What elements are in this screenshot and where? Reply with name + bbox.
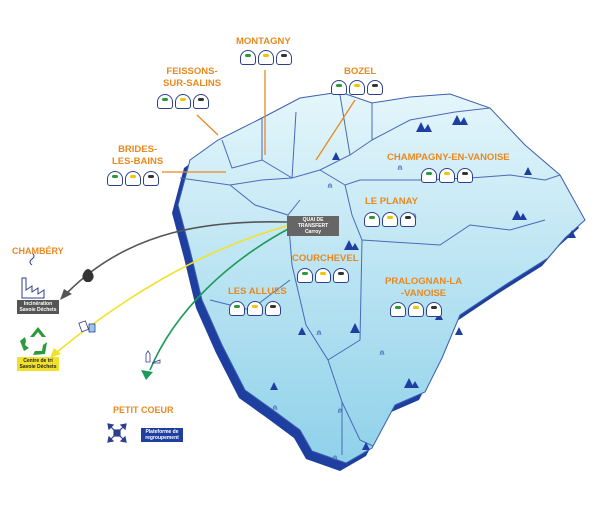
mountain-icons <box>270 115 576 450</box>
recycling-bin-icon <box>382 212 398 227</box>
flow-to-chambery-arrow <box>60 289 72 300</box>
glass-bin-icon <box>390 302 406 317</box>
recycling-bin-icon <box>439 168 455 183</box>
bins-le-planay <box>364 212 416 227</box>
glass-bin-icon <box>421 168 437 183</box>
waste-bin-icon <box>276 50 292 65</box>
waste-bin-icon <box>333 268 349 283</box>
glass-bin-icon <box>364 212 380 227</box>
glass-bin-icon <box>331 80 347 95</box>
label-courchevel: COURCHEVEL <box>292 253 359 264</box>
sorting-center-tag: Centre de tri Savoie Déchets <box>17 357 59 371</box>
bins-champagny-en-vanoise <box>421 168 473 183</box>
label-champagny-en-vanoise: CHAMPAGNY-EN-VANOISE <box>387 152 510 163</box>
waste-bin-icon <box>426 302 442 317</box>
label-le-planay: LE PLANAY <box>365 196 418 207</box>
recycling-bin-icon <box>349 80 365 95</box>
waste-bin-icon <box>193 94 209 109</box>
transfer-quay-tag: QUAI DE TRANSFERT Carroy <box>287 216 339 236</box>
bins-courchevel <box>297 268 349 283</box>
waste-bin-icon <box>367 80 383 95</box>
recyclables-icon <box>78 320 96 333</box>
recycling-bin-icon <box>408 302 424 317</box>
waste-bin-icon <box>400 212 416 227</box>
glass-bin-icon <box>297 268 313 283</box>
waste-bin-icon <box>143 171 159 186</box>
bins-bozel <box>331 80 383 95</box>
incineration-tag: Incinération Savoie Déchets <box>17 300 59 314</box>
label-montagny: MONTAGNY <box>236 36 291 47</box>
recycling-icon <box>20 327 47 355</box>
bins-les-allues <box>229 301 281 316</box>
leader-lines <box>162 70 356 173</box>
label-brides-les-bains: BRIDES- LES-BAINS <box>112 144 164 167</box>
factory-icon <box>21 252 45 299</box>
glass-bin-icon <box>229 301 245 316</box>
bins-brides-les-bains <box>107 171 159 186</box>
platform-tag: Plateforme de regroupement <box>141 428 183 442</box>
bins-pralognan-la-vanoise <box>390 302 442 317</box>
trash-bag-icon <box>82 269 94 282</box>
platform-icon <box>107 423 127 443</box>
label-pralognan-la-vanoise: PRALOGNAN-LA -VANOISE <box>385 276 463 299</box>
label-les-allues: LES ALLUES <box>228 286 287 297</box>
waste-bin-icon <box>265 301 281 316</box>
transfer-quay-name: QUAI DE TRANSFERT <box>297 217 329 229</box>
bins-montagny <box>240 50 292 65</box>
bins-feissons-sur-salins <box>157 94 209 109</box>
label-bozel: BOZEL <box>344 66 377 77</box>
commune-boundaries <box>179 94 561 455</box>
recycling-bin-icon <box>175 94 191 109</box>
flow-to-petit-coeur-arrow <box>141 370 153 380</box>
glass-bin-icon <box>157 94 173 109</box>
flow-to-recycling <box>56 225 288 353</box>
recycling-bin-icon <box>258 50 274 65</box>
territory-area <box>177 91 586 464</box>
flow-to-chambery <box>67 220 288 293</box>
flow-to-recycling-arrow <box>50 348 61 358</box>
label-petit-coeur: PETIT COEUR <box>113 405 174 415</box>
recycling-bin-icon <box>247 301 263 316</box>
label-feissons-sur-salins: FEISSONS- SUR-SALINS <box>163 66 222 89</box>
recycling-bin-icon <box>315 268 331 283</box>
flow-to-petit-coeur <box>149 227 291 371</box>
glass-bin-icon <box>107 171 123 186</box>
bottle-icon <box>145 350 161 364</box>
transfer-quay-place: Carroy <box>304 229 322 235</box>
glass-bin-icon <box>240 50 256 65</box>
waste-bin-icon <box>457 168 473 183</box>
label-chambery: CHAMBÉRY <box>12 246 64 256</box>
recycling-bin-icon <box>125 171 141 186</box>
